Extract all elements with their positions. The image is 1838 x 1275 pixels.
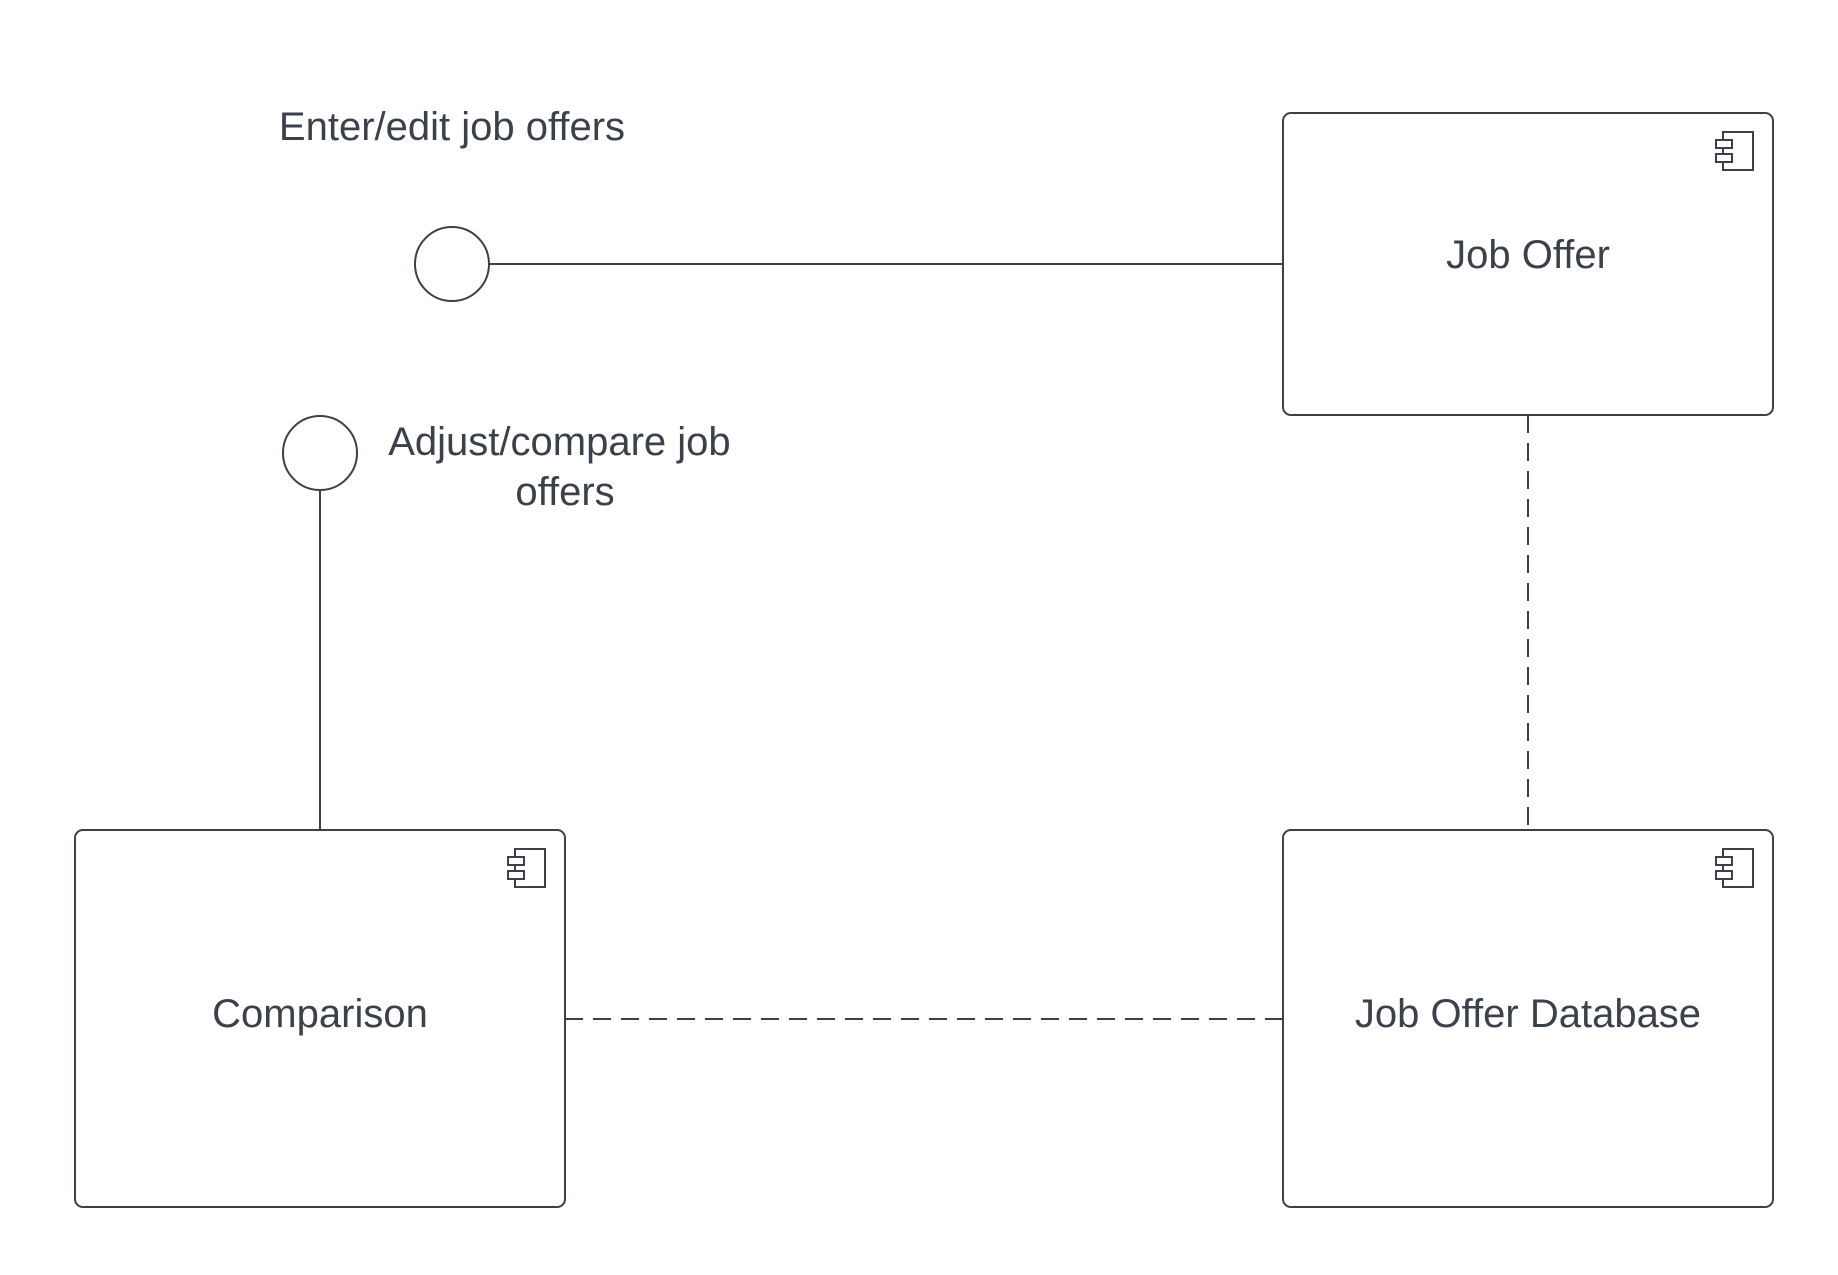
job-offer-database-label: Job Offer Database	[1355, 992, 1701, 1036]
adjust-compare-label-line1: Adjust/compare job	[388, 420, 730, 464]
comparison-component[interactable]: Comparison	[74, 829, 566, 1208]
component-icon	[1715, 848, 1754, 888]
enter-edit-interface-label: Enter/edit job offers	[279, 105, 625, 149]
job-offer-database-component[interactable]: Job Offer Database	[1282, 829, 1774, 1208]
enter-edit-interface-icon	[414, 226, 490, 302]
adjust-compare-label-line2: offers	[515, 470, 614, 514]
adjust-compare-interface-label: Adjust/compare job offers	[388, 420, 742, 514]
component-icon	[1715, 131, 1754, 171]
comparison-label: Comparison	[212, 992, 428, 1036]
adjust-compare-interface-icon	[282, 415, 358, 491]
component-icon	[507, 848, 546, 888]
enter-edit-interface[interactable]: Enter/edit job offers	[279, 105, 625, 302]
job-offer-box	[1282, 112, 1774, 416]
job-offer-label: Job Offer	[1446, 233, 1610, 277]
job-offer-component[interactable]: Job Offer	[1282, 112, 1774, 416]
comparison-box	[74, 829, 566, 1208]
job-offer-database-box	[1282, 829, 1774, 1208]
adjust-compare-interface[interactable]: Adjust/compare job offers	[282, 415, 742, 514]
